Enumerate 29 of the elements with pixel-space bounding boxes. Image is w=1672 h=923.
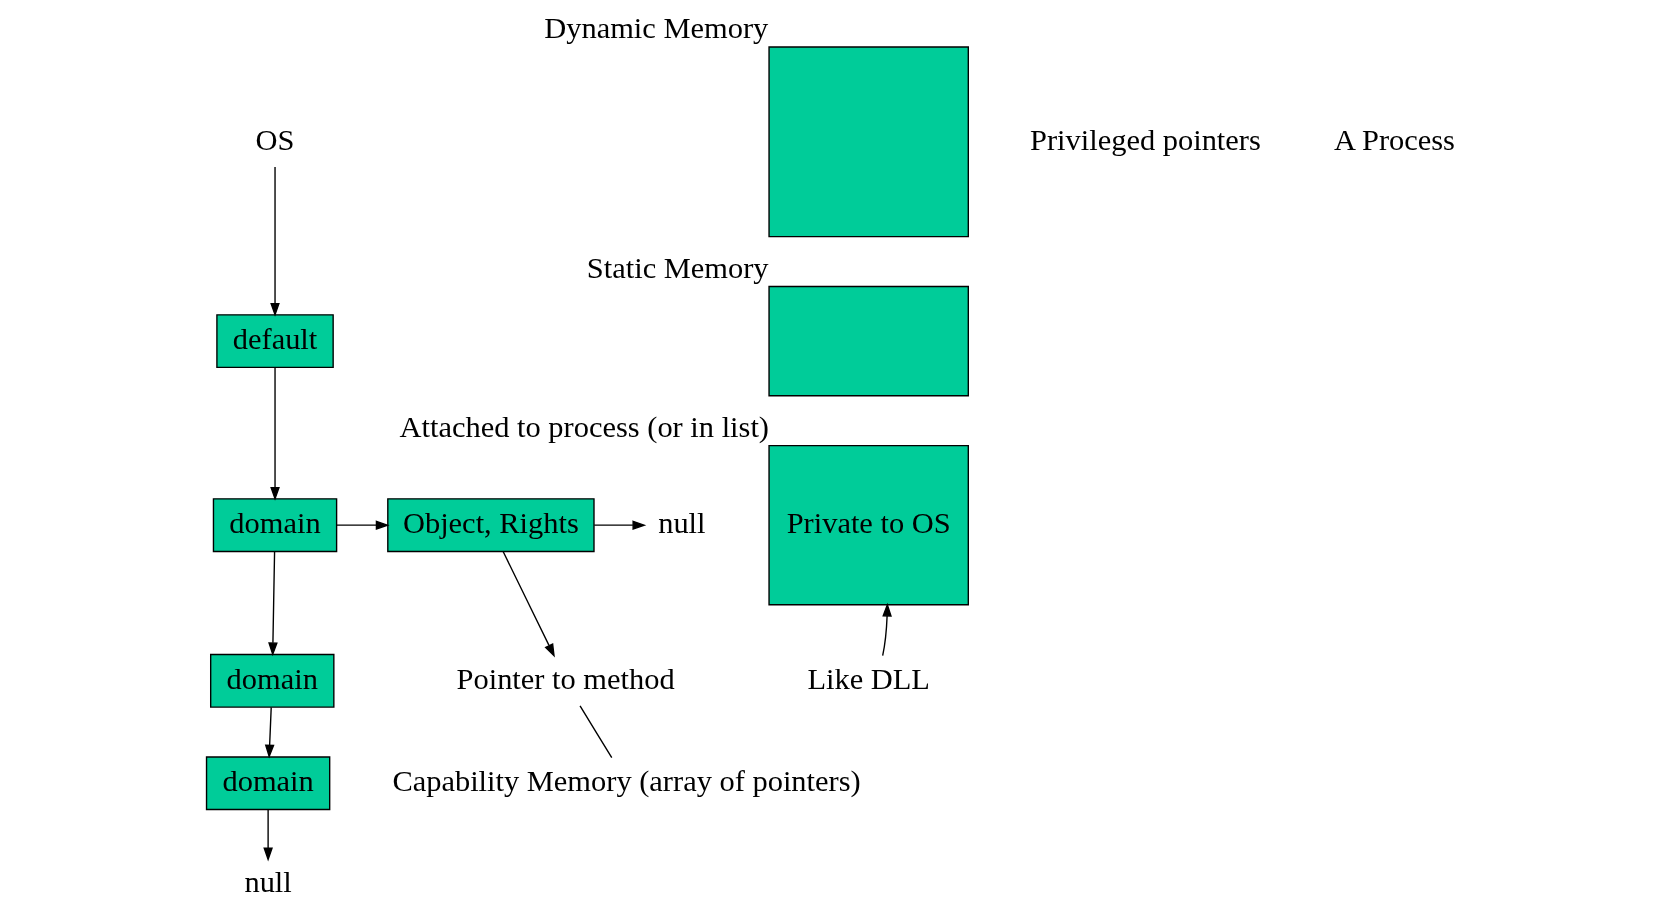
node-text: Pointer to method	[456, 661, 675, 696]
node-text: null	[243, 864, 292, 899]
node-label: Attached to process (or in list)	[399, 409, 769, 444]
node-label: Dynamic Memory	[543, 11, 768, 46]
node-box: domain	[205, 756, 330, 811]
node-text: OS	[255, 122, 294, 157]
label: A Process	[1333, 122, 1455, 157]
arrow	[881, 602, 892, 657]
node-label: Static Memory	[586, 250, 769, 285]
connector	[578, 705, 612, 759]
node-box	[767, 285, 969, 397]
arrow	[264, 706, 274, 759]
arrow	[267, 551, 278, 657]
node-text: Like DLL	[806, 661, 930, 696]
arrow	[502, 551, 555, 658]
arrow	[269, 367, 280, 501]
arrow	[593, 520, 646, 530]
label: Privileged pointers	[1029, 122, 1261, 157]
arrow	[269, 166, 280, 317]
node-box: default	[215, 314, 334, 369]
node-box	[767, 46, 969, 238]
node-box: domain	[212, 498, 337, 553]
node-box: Object, Rights	[386, 498, 595, 553]
arrow	[335, 520, 390, 530]
node-text: null	[657, 505, 706, 540]
arrow	[262, 809, 273, 862]
node-text: Capability Memory (array of pointers)	[391, 763, 861, 798]
node-box: Private to OS	[767, 444, 969, 606]
node-box: domain	[209, 653, 335, 708]
